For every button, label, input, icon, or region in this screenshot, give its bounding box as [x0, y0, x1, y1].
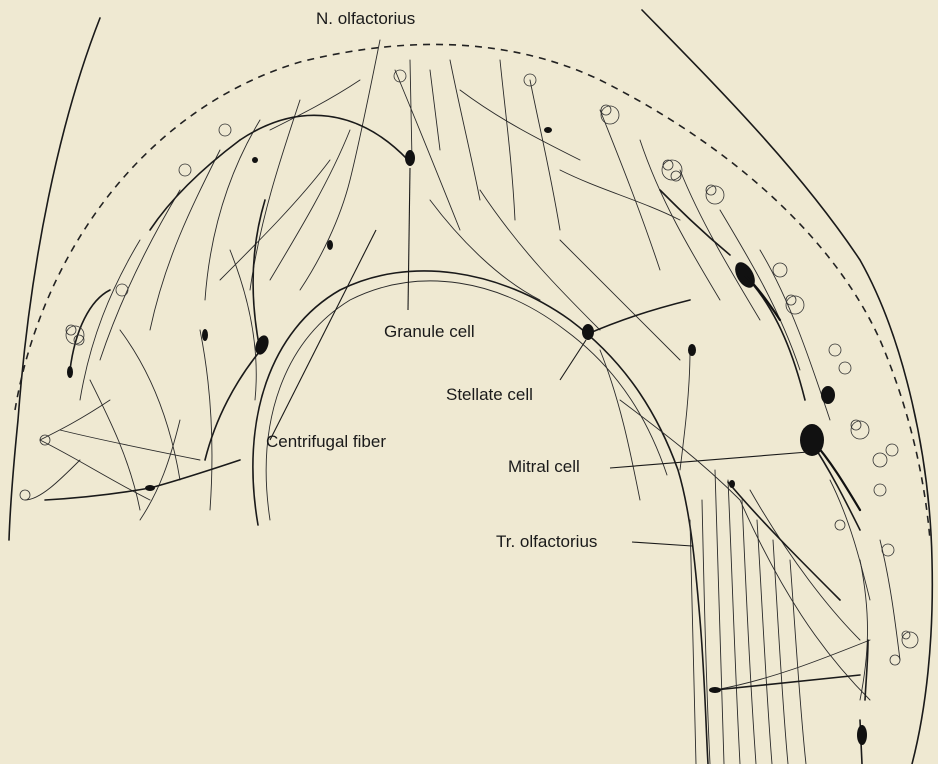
mitral-cell-body-2 [821, 386, 835, 404]
small-cell-body-1 [202, 329, 208, 341]
left-outer-boundary [9, 18, 100, 540]
small-cell-body-5 [709, 687, 721, 693]
small-cell-body-2 [145, 485, 155, 491]
inner-layer-boundary [253, 271, 708, 764]
dashed-bulb-outline [15, 44, 930, 540]
neural-fiber-network [25, 40, 900, 700]
tract-fibers [690, 470, 806, 764]
label-mitral-cell: Mitral cell [508, 457, 580, 476]
dendrites [45, 115, 868, 764]
small-cell-body-9 [252, 157, 258, 163]
leader-lines [270, 168, 808, 546]
small-cell-body-6 [327, 240, 333, 250]
label-tr-olfactorius: Tr. olfactorius [496, 532, 597, 551]
small-cell-body-3 [67, 366, 73, 378]
granule-cell-body [405, 150, 415, 166]
stellate-cell-body [582, 324, 594, 340]
small-cell-body-8 [544, 127, 552, 133]
small-cell-body-4 [857, 725, 867, 745]
label-n-olfactorius: N. olfactorius [316, 9, 415, 28]
right-outer-boundary [642, 10, 932, 764]
small-cell-body-7 [729, 480, 735, 488]
label-stellate-cell: Stellate cell [446, 385, 533, 404]
centrifugal-fiber-leader [270, 230, 376, 440]
label-granule-cell: Granule cell [384, 322, 475, 341]
mitral-cell-leader [610, 452, 808, 468]
stellate-cell-leader [560, 340, 586, 380]
periglomerular-cell-body [688, 344, 696, 356]
granule-cell-leader [408, 168, 410, 310]
label-centrifugal-fiber: Centrifugal fiber [266, 432, 386, 451]
tr-olfactorius-leader [632, 542, 692, 546]
